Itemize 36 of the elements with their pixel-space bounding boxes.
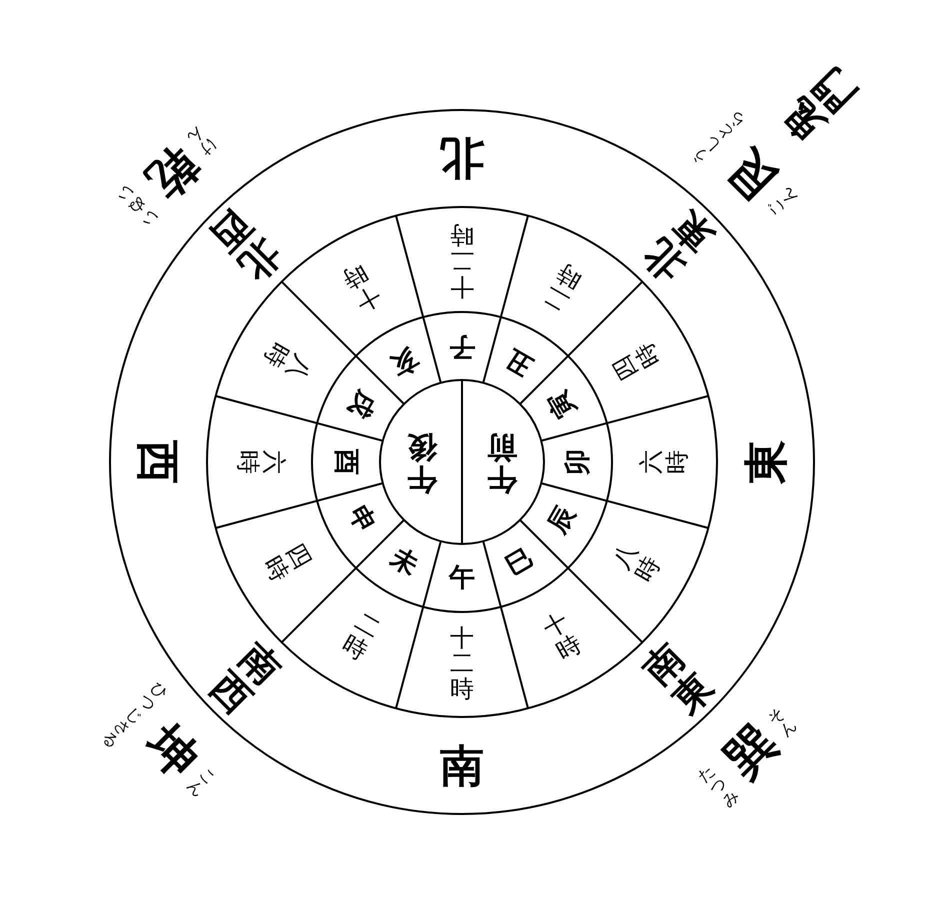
zodiac-label: 未 bbox=[385, 543, 423, 582]
direction-label: 東 bbox=[743, 439, 791, 486]
zodiac-label: 子 bbox=[448, 332, 476, 360]
zodiac-label: 巳 bbox=[501, 543, 539, 582]
zodiac-label: 戌 bbox=[342, 385, 381, 423]
half-day-label: 午前 bbox=[486, 430, 518, 494]
reading-label: いぬい bbox=[114, 182, 162, 230]
direction-label: 南東 bbox=[634, 634, 721, 721]
zodiac-label: 丑 bbox=[501, 342, 539, 381]
hour-label: 八時 bbox=[258, 336, 316, 385]
zodiac-label: 亥 bbox=[385, 342, 423, 381]
direction-label: 北西 bbox=[203, 203, 290, 290]
direction-label: 南西 bbox=[203, 634, 290, 721]
zodiac-label: 午 bbox=[448, 564, 476, 592]
direction-label: 南 bbox=[439, 743, 485, 791]
direction-label: 北 bbox=[439, 133, 486, 181]
hour-label: 十時 bbox=[539, 608, 588, 666]
hour-label: 十二時 bbox=[449, 626, 475, 704]
zodiac-label: 卯 bbox=[564, 448, 592, 476]
direction-label: 北東 bbox=[634, 203, 721, 290]
hour-label: 八時 bbox=[608, 539, 666, 588]
zodiac-label: 寅 bbox=[543, 385, 582, 423]
hour-label: 二時 bbox=[539, 258, 588, 316]
hour-label: 四時 bbox=[608, 336, 666, 385]
note-label: 鬼門 bbox=[774, 60, 864, 150]
direction-label: 西 bbox=[133, 439, 181, 486]
zodiac-label: 酉 bbox=[332, 448, 360, 476]
hour-label: 六時 bbox=[234, 449, 286, 475]
hour-label: 四時 bbox=[258, 539, 316, 588]
hour-label: 六時 bbox=[638, 449, 690, 475]
zodiac-label: 申 bbox=[342, 501, 381, 539]
hour-label: 二時 bbox=[336, 608, 385, 666]
hour-label: 十時 bbox=[336, 258, 385, 316]
hour-label: 十二時 bbox=[449, 220, 475, 298]
zodiac-label: 辰 bbox=[543, 501, 582, 539]
half-day-label: 午後 bbox=[406, 430, 438, 494]
